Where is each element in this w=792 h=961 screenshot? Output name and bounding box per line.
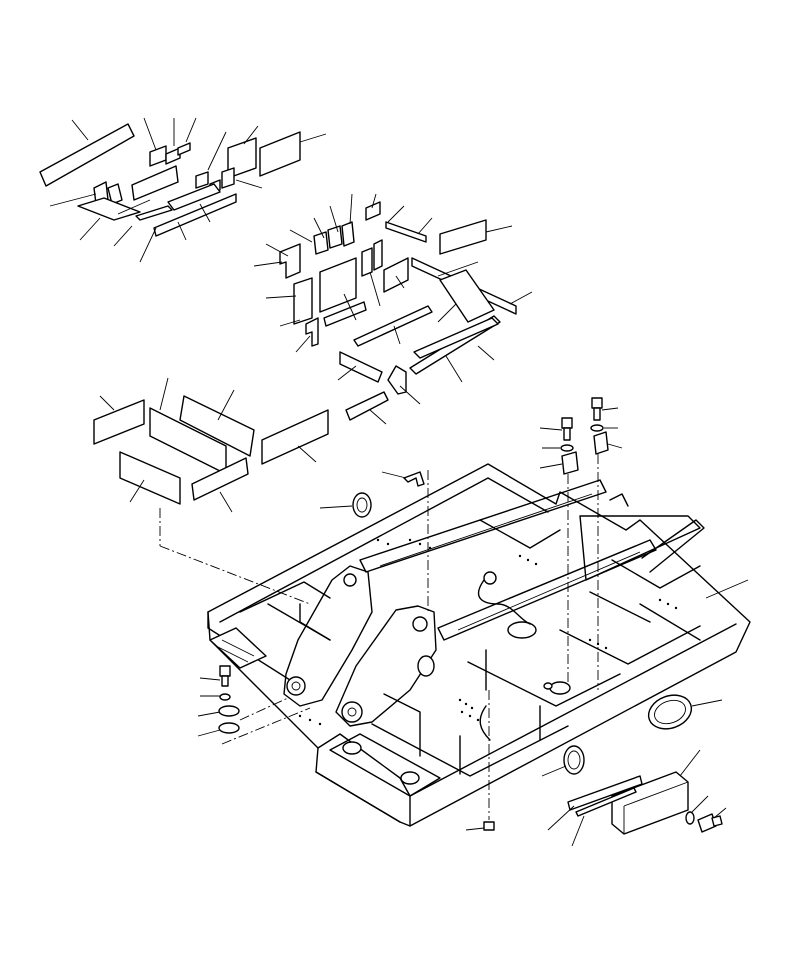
pad-wedge-5 (345, 391, 389, 421)
center-hole-5 (543, 682, 553, 690)
pad-plate-4 (293, 277, 313, 325)
hook-clip (403, 471, 425, 487)
pad-slab-3 (179, 395, 255, 457)
frame-rivets (298, 538, 678, 726)
pad-block-3 (221, 167, 235, 189)
pad-plate-7 (373, 239, 383, 271)
center-hole-4 (483, 571, 497, 585)
rear-bore-1 (342, 741, 362, 755)
boom-foot-bore-3 (343, 573, 357, 587)
center-rail-lower (437, 539, 657, 641)
pad-l-bracket-3 (327, 225, 343, 249)
grommet-large (647, 694, 693, 730)
center-rail-upper (359, 479, 607, 573)
pad-group-top-left (39, 117, 327, 263)
pad-slab-6 (191, 457, 249, 501)
pad-plate-1 (227, 137, 257, 179)
pad-bar-1 (77, 197, 141, 221)
cover-plate (611, 771, 689, 835)
pad-plate-6 (361, 247, 373, 277)
pad-l-bracket-2 (313, 231, 329, 255)
pad-bar-5 (323, 301, 367, 327)
center-hole-1 (417, 655, 435, 677)
bolt-2 (591, 397, 603, 421)
gasket-strip (567, 775, 643, 811)
seal-strip (575, 787, 637, 817)
washer-1 (560, 444, 574, 452)
pad-small-2 (177, 142, 191, 156)
boom-foot-left-plate (283, 565, 373, 707)
pad-plate-8 (383, 257, 409, 293)
pad-plate-9 (439, 269, 495, 323)
rear-plate (329, 733, 441, 797)
center-hole-2 (507, 621, 537, 639)
pad-plate-2 (259, 131, 301, 177)
grommet-top (352, 492, 372, 518)
pad-clip-1 (365, 201, 381, 221)
washer-3 (219, 693, 231, 701)
washer-4 (685, 811, 695, 825)
drain-plug (483, 821, 495, 831)
pad-wedge-4 (387, 365, 407, 395)
boom-foot-bore-1 (286, 676, 306, 696)
pad-wedge-3 (339, 351, 383, 383)
grommet-medium (563, 745, 585, 775)
bolt-4 (697, 813, 723, 833)
center-hole-3 (549, 681, 571, 695)
bracket-clip-1 (561, 451, 579, 475)
ring-2 (218, 722, 240, 734)
washer-2 (590, 424, 604, 432)
pad-group-left (93, 377, 329, 605)
pad-slab-4 (261, 409, 329, 465)
pad-bar-3 (153, 193, 237, 237)
ring-1 (218, 705, 240, 717)
pad-plate-5 (319, 257, 357, 313)
hardware-top-right (319, 397, 623, 690)
bracket-clip-2 (593, 431, 609, 455)
bolt-1 (561, 417, 573, 441)
pad-bracket-1 (131, 165, 179, 201)
pad-bar-4 (167, 183, 221, 211)
boom-foot-right-plate (335, 605, 437, 727)
hardware-left (197, 665, 311, 745)
pad-strip-1 (385, 221, 427, 243)
hydraulic-hose (477, 579, 531, 625)
pad-bracket-2 (149, 145, 167, 167)
pad-rod-3 (413, 317, 499, 359)
main-frame (207, 463, 751, 827)
bolt-3 (219, 665, 231, 687)
long-pad-top (39, 123, 135, 187)
pad-bar-2 (135, 205, 173, 221)
right-beam-upper (579, 515, 701, 581)
boom-foot-bore-2 (341, 701, 363, 723)
hardware-bottom-right (465, 690, 727, 847)
pad-rod-1 (353, 305, 433, 347)
pad-group-middle (253, 193, 533, 425)
pad-slab-5 (119, 451, 181, 505)
pad-l-bracket-4 (341, 221, 355, 247)
boom-foot-bore-4 (412, 616, 428, 632)
pad-angle-1 (305, 317, 319, 347)
pad-small-1 (165, 147, 181, 165)
rear-bore-2 (400, 771, 420, 785)
pad-block-1 (195, 171, 209, 189)
frame-outline (207, 463, 751, 827)
pad-slab-1 (93, 399, 145, 445)
pad-plate-3 (439, 219, 487, 255)
pad-l-bracket-1 (279, 243, 301, 279)
pad-wedge-2 (107, 183, 123, 205)
